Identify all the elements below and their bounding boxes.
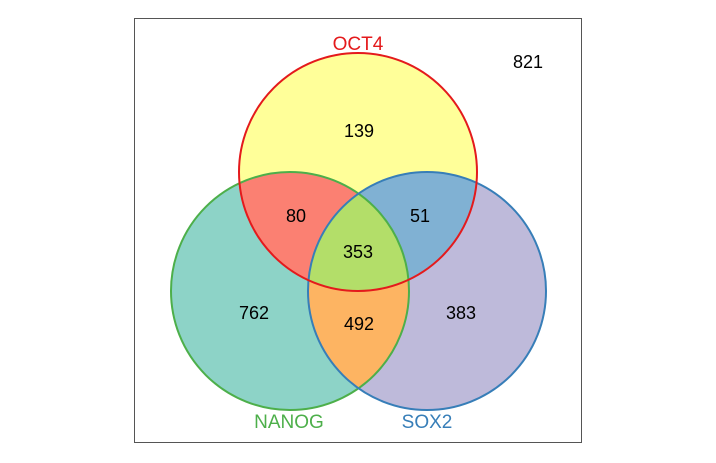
oct4-outline [238, 52, 478, 292]
plot-frame [134, 18, 582, 443]
count-oct4-sox2: 51 [410, 206, 430, 226]
set-label-sox2: SOX2 [402, 412, 453, 433]
sox2-outline [307, 171, 547, 411]
nanog-outline [170, 171, 410, 411]
count-oct4-only: 139 [344, 121, 374, 141]
count-nanog-sox2: 492 [344, 314, 374, 334]
count-sox2-only: 383 [446, 303, 476, 323]
count-oct4-nanog: 80 [286, 206, 306, 226]
set-label-oct4: OCT4 [333, 34, 384, 55]
count-nanog-only: 762 [239, 303, 269, 323]
set-label-nanog: NANOG [254, 412, 324, 433]
count-outside: 821 [513, 52, 543, 72]
count-all-three: 353 [343, 242, 373, 262]
triple-overlap [308, 172, 409, 291]
